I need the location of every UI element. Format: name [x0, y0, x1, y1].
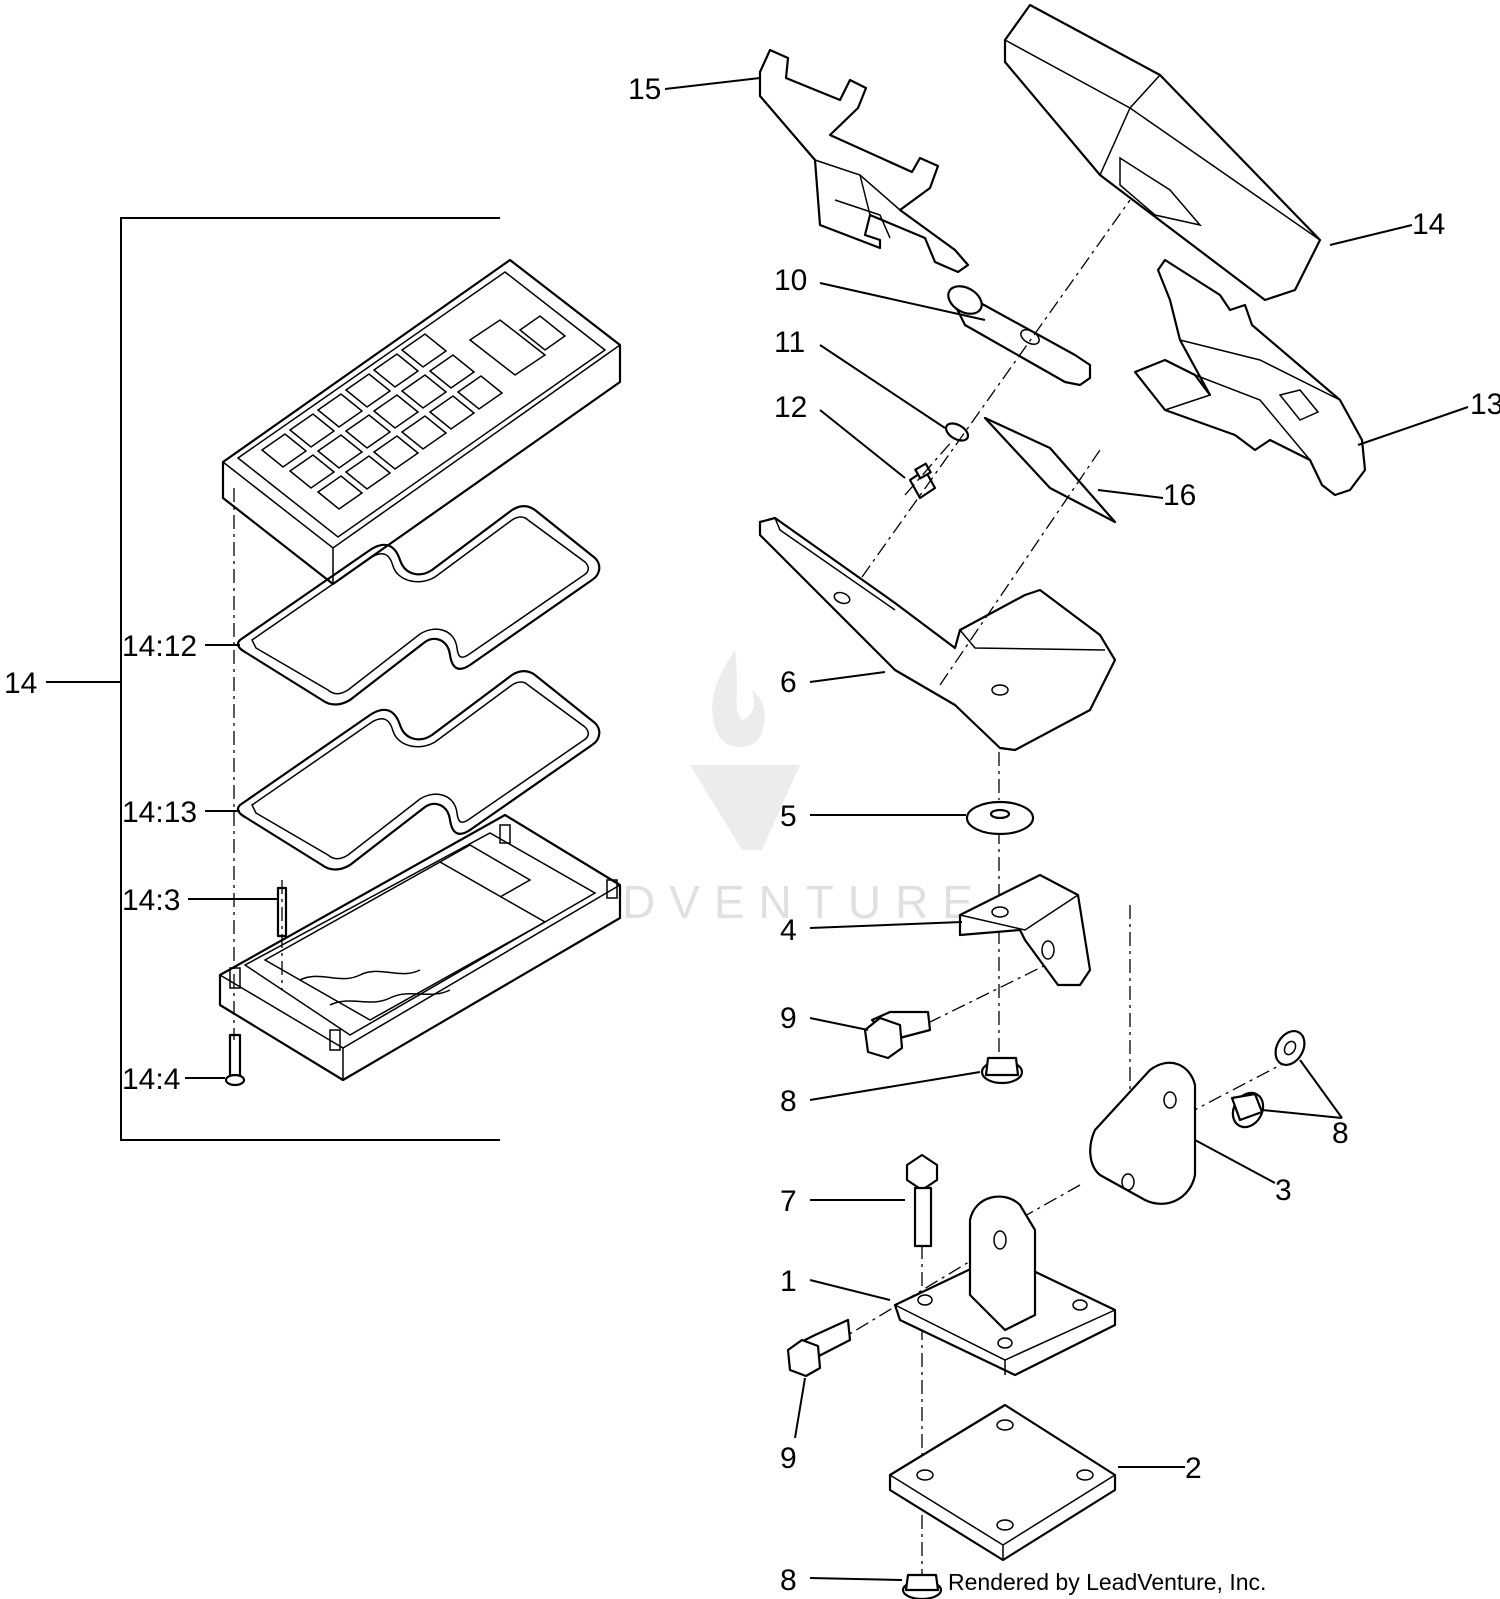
callout-5: 5 — [780, 800, 797, 833]
part-gasket-lower — [236, 670, 601, 871]
part-keypad-assembled — [1003, 3, 1322, 302]
callout-8-middle: 8 — [780, 1085, 797, 1118]
part-angle-bracket — [958, 873, 1092, 987]
keypad-display-window — [468, 319, 547, 376]
part-gasket-upper — [236, 505, 601, 706]
watermark-flame-icon — [712, 650, 765, 748]
watermark-v-logo-icon — [690, 765, 800, 850]
callout-14-3: 14:3 — [122, 884, 180, 917]
part-cradle-right-half — [1133, 258, 1367, 497]
part-flange-nut — [980, 1056, 1024, 1085]
callout-7: 7 — [780, 1185, 797, 1218]
keypad-screen — [1119, 156, 1203, 227]
circuit-board — [263, 861, 547, 1021]
callout-3: 3 — [1275, 1174, 1292, 1207]
part-flange-nut-bottom — [901, 1573, 943, 1599]
callout-14-top: 14 — [1412, 208, 1445, 241]
render-credit: Rendered by LeadVenture, Inc. — [948, 1569, 1266, 1595]
assembly-bracket — [46, 217, 500, 1141]
callout-labels: 15 14 10 11 12 13 16 6 5 4 9 8 8 3 7 1 9… — [4, 73, 1500, 1597]
callout-9-upper: 9 — [780, 1002, 797, 1035]
callout-16: 16 — [1163, 479, 1196, 512]
callout-12: 12 — [774, 391, 807, 424]
callout-1: 1 — [780, 1265, 797, 1298]
callout-14-assembly: 14 — [4, 667, 37, 700]
part-keypad-base — [218, 813, 622, 1082]
callout-15: 15 — [628, 73, 661, 106]
callout-2: 2 — [1185, 1452, 1202, 1485]
callout-14-13: 14:13 — [122, 796, 197, 829]
callout-14-12: 14:12 — [122, 630, 197, 663]
callout-14-4: 14:4 — [122, 1063, 180, 1096]
part-washer — [965, 800, 1035, 836]
part-spacer-disc — [947, 285, 1092, 387]
callout-9-lower: 9 — [780, 1442, 797, 1475]
part-mounting-bracket — [758, 516, 1117, 752]
callout-8-right: 8 — [1332, 1117, 1349, 1150]
part-keypad-cover — [221, 258, 622, 586]
leader-lines — [185, 77, 1469, 1581]
part-hex-bolt-lower — [786, 1318, 852, 1378]
part-screw-small — [224, 1033, 246, 1087]
callout-8-bottom: 8 — [780, 1564, 797, 1597]
part-small-bolt — [908, 462, 937, 500]
callout-11: 11 — [774, 326, 805, 359]
part-flange-nut-right-upper — [1274, 1030, 1306, 1066]
callout-4: 4 — [780, 914, 797, 947]
part-long-bolt — [905, 1153, 939, 1248]
part-back-plate — [888, 1403, 1117, 1562]
part-cradle-left-half — [758, 48, 970, 274]
part-small-washer — [944, 422, 970, 442]
callout-6: 6 — [780, 666, 797, 699]
part-base-mount — [893, 1195, 1117, 1377]
keypad-buttons — [260, 333, 504, 510]
part-flange-nut-right-lower — [1230, 1091, 1265, 1129]
keypad-logo-badge — [518, 315, 567, 351]
part-pivot-plate — [1089, 1061, 1197, 1205]
part-hex-bolt-upper — [863, 1010, 932, 1060]
callout-10: 10 — [774, 264, 807, 297]
callout-13: 13 — [1470, 388, 1500, 421]
part-label-decal — [983, 416, 1117, 524]
